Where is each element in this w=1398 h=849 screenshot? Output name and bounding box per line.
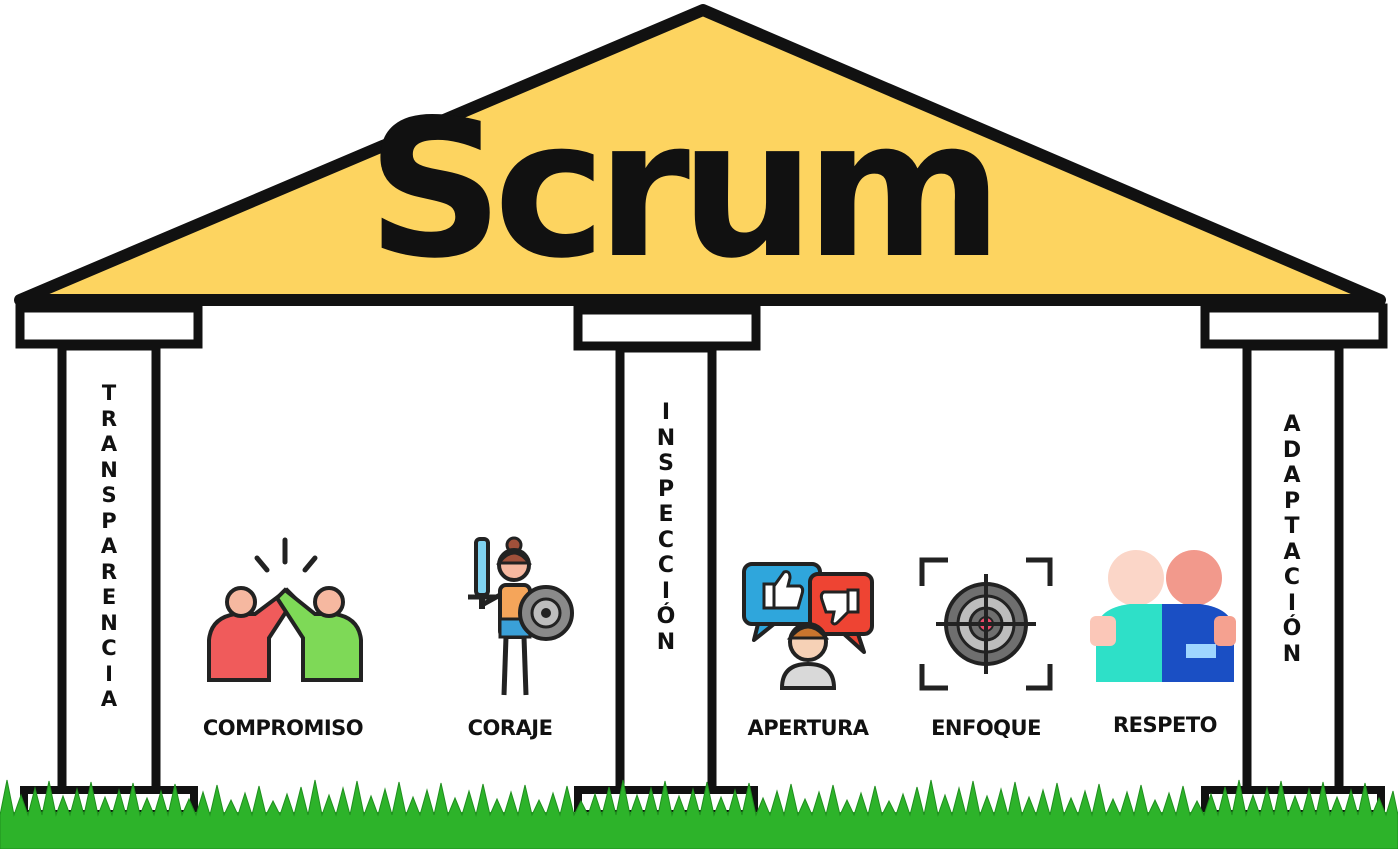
pillar-letter: R <box>100 559 118 584</box>
grass-ground <box>0 779 1398 849</box>
pillar-letter: A <box>1283 463 1301 488</box>
feedback-icon <box>742 562 874 690</box>
embrace-icon <box>1090 550 1236 682</box>
pillar-letter: N <box>656 629 676 655</box>
warrior-icon <box>468 536 574 696</box>
value-label-coraje: CORAJE <box>467 716 553 740</box>
pillar-letter: Ó <box>656 604 676 629</box>
capital-right <box>1200 303 1388 349</box>
pillar-letter: R <box>100 406 118 431</box>
pillar-letter: N <box>656 425 676 451</box>
target-icon <box>919 557 1053 691</box>
pillar-letter: I <box>661 400 671 425</box>
pillar-shaft-center <box>615 343 717 801</box>
pillar-letter: N <box>100 457 118 482</box>
pillar-letter: A <box>1283 412 1301 437</box>
pillar-letter: C <box>657 553 675 578</box>
pillar-letter: N <box>100 610 118 635</box>
pillar-letter: P <box>1283 488 1301 514</box>
pillar-letter: T <box>1284 514 1300 539</box>
pillar-letter: C <box>1283 565 1301 590</box>
pillar-letter: Ó <box>1282 616 1302 641</box>
pillar-letter: E <box>101 585 117 609</box>
pillar-letter: I <box>1287 590 1297 616</box>
pillar-letter: A <box>1283 539 1301 565</box>
pillar-letter: P <box>657 476 675 502</box>
pillar-letter: A <box>100 534 118 558</box>
pillar-letter: T <box>101 381 117 405</box>
pillar-letter: P <box>101 508 117 533</box>
pillar-letter: I <box>661 578 671 604</box>
high-five-icon <box>207 537 363 682</box>
value-label-apertura: APERTURA <box>747 716 869 740</box>
pillar-letter: N <box>1282 641 1302 667</box>
pillar-letter: D <box>1282 437 1302 463</box>
pillar-letter: A <box>100 432 118 456</box>
pillar-letter: C <box>657 527 675 553</box>
pillar-letter: S <box>658 451 674 476</box>
pillar-letter: E <box>658 502 674 527</box>
value-label-respeto: RESPETO <box>1112 713 1218 737</box>
pillar-shaft-left <box>57 341 161 801</box>
pillar-letter: S <box>101 483 117 507</box>
pillar-letter: I <box>105 661 113 686</box>
pillar-letter: A <box>100 687 118 711</box>
pillar-shaft-right <box>1242 341 1344 801</box>
roof-pediment <box>14 4 1386 306</box>
value-label-compromiso: COMPROMISO <box>202 716 364 740</box>
capital-center <box>573 305 761 351</box>
capital-left <box>15 303 203 349</box>
value-label-enfoque: ENFOQUE <box>931 716 1041 740</box>
pillar-letter: C <box>101 636 117 660</box>
